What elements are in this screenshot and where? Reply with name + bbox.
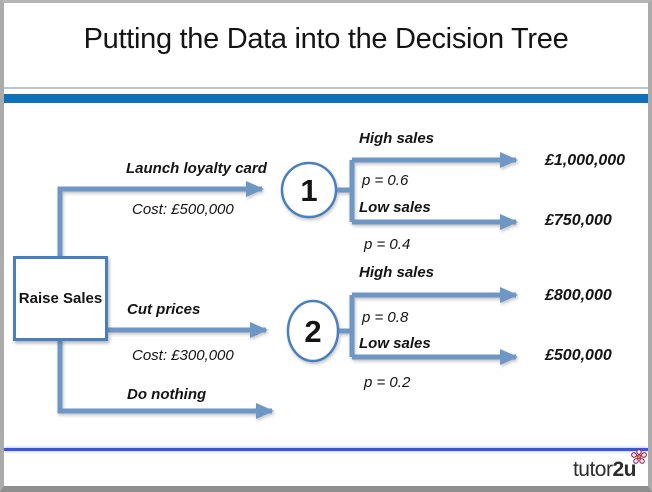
branch-do-nothing <box>57 339 274 419</box>
node2-high-payoff: £800,000 <box>545 287 612 304</box>
node1-high-label: High sales <box>359 130 435 147</box>
footer-divider-line <box>4 448 648 451</box>
option2-cost: Cost: £300,000 <box>132 347 234 364</box>
option1-cost: Cost: £500,000 <box>132 201 234 218</box>
decision-tree-canvas: 1 2 <box>57 152 518 419</box>
chance-node-2-number: 2 <box>304 314 321 349</box>
title-divider-hairline <box>4 87 648 89</box>
option2-label: Cut prices <box>127 301 201 318</box>
node2-low-label: Low sales <box>359 335 431 352</box>
title-divider-bar <box>4 94 648 103</box>
option1-label: Launch loyalty card <box>126 160 267 177</box>
chance-node-1-number: 1 <box>300 173 317 208</box>
logo-text-regular: tutor <box>572 458 613 481</box>
node1-low-prob: p = 0.4 <box>364 236 411 253</box>
node2-low-prob: p = 0.2 <box>364 374 411 391</box>
node1-high-payoff: £1,000,000 <box>545 152 626 169</box>
node2-high-label: High sales <box>359 264 435 281</box>
node2-fork-connector <box>338 295 355 357</box>
tutor2u-logo: tutor2u <box>572 449 647 482</box>
node1-fork-connector <box>336 160 355 222</box>
logo-text-bold: 2u <box>612 458 636 481</box>
branch-launch-loyalty-card <box>57 181 264 257</box>
node1-high-prob: p = 0.6 <box>362 172 409 189</box>
slide-title: Putting the Data into the Decision Tree <box>83 23 569 55</box>
node1-low-label: Low sales <box>359 199 431 216</box>
node2-low-payoff: £500,000 <box>545 347 612 364</box>
node1-low-payoff: £750,000 <box>545 212 612 229</box>
flower-icon <box>631 449 647 464</box>
chance-node-1-circle <box>280 161 338 219</box>
decision-root-box: Raise Sales <box>13 256 108 341</box>
node2-high-prob: p = 0.8 <box>362 309 409 326</box>
chance-node-2-circle <box>286 299 340 363</box>
option3-label: Do nothing <box>127 386 207 403</box>
decision-root-label: Raise Sales <box>18 290 103 307</box>
